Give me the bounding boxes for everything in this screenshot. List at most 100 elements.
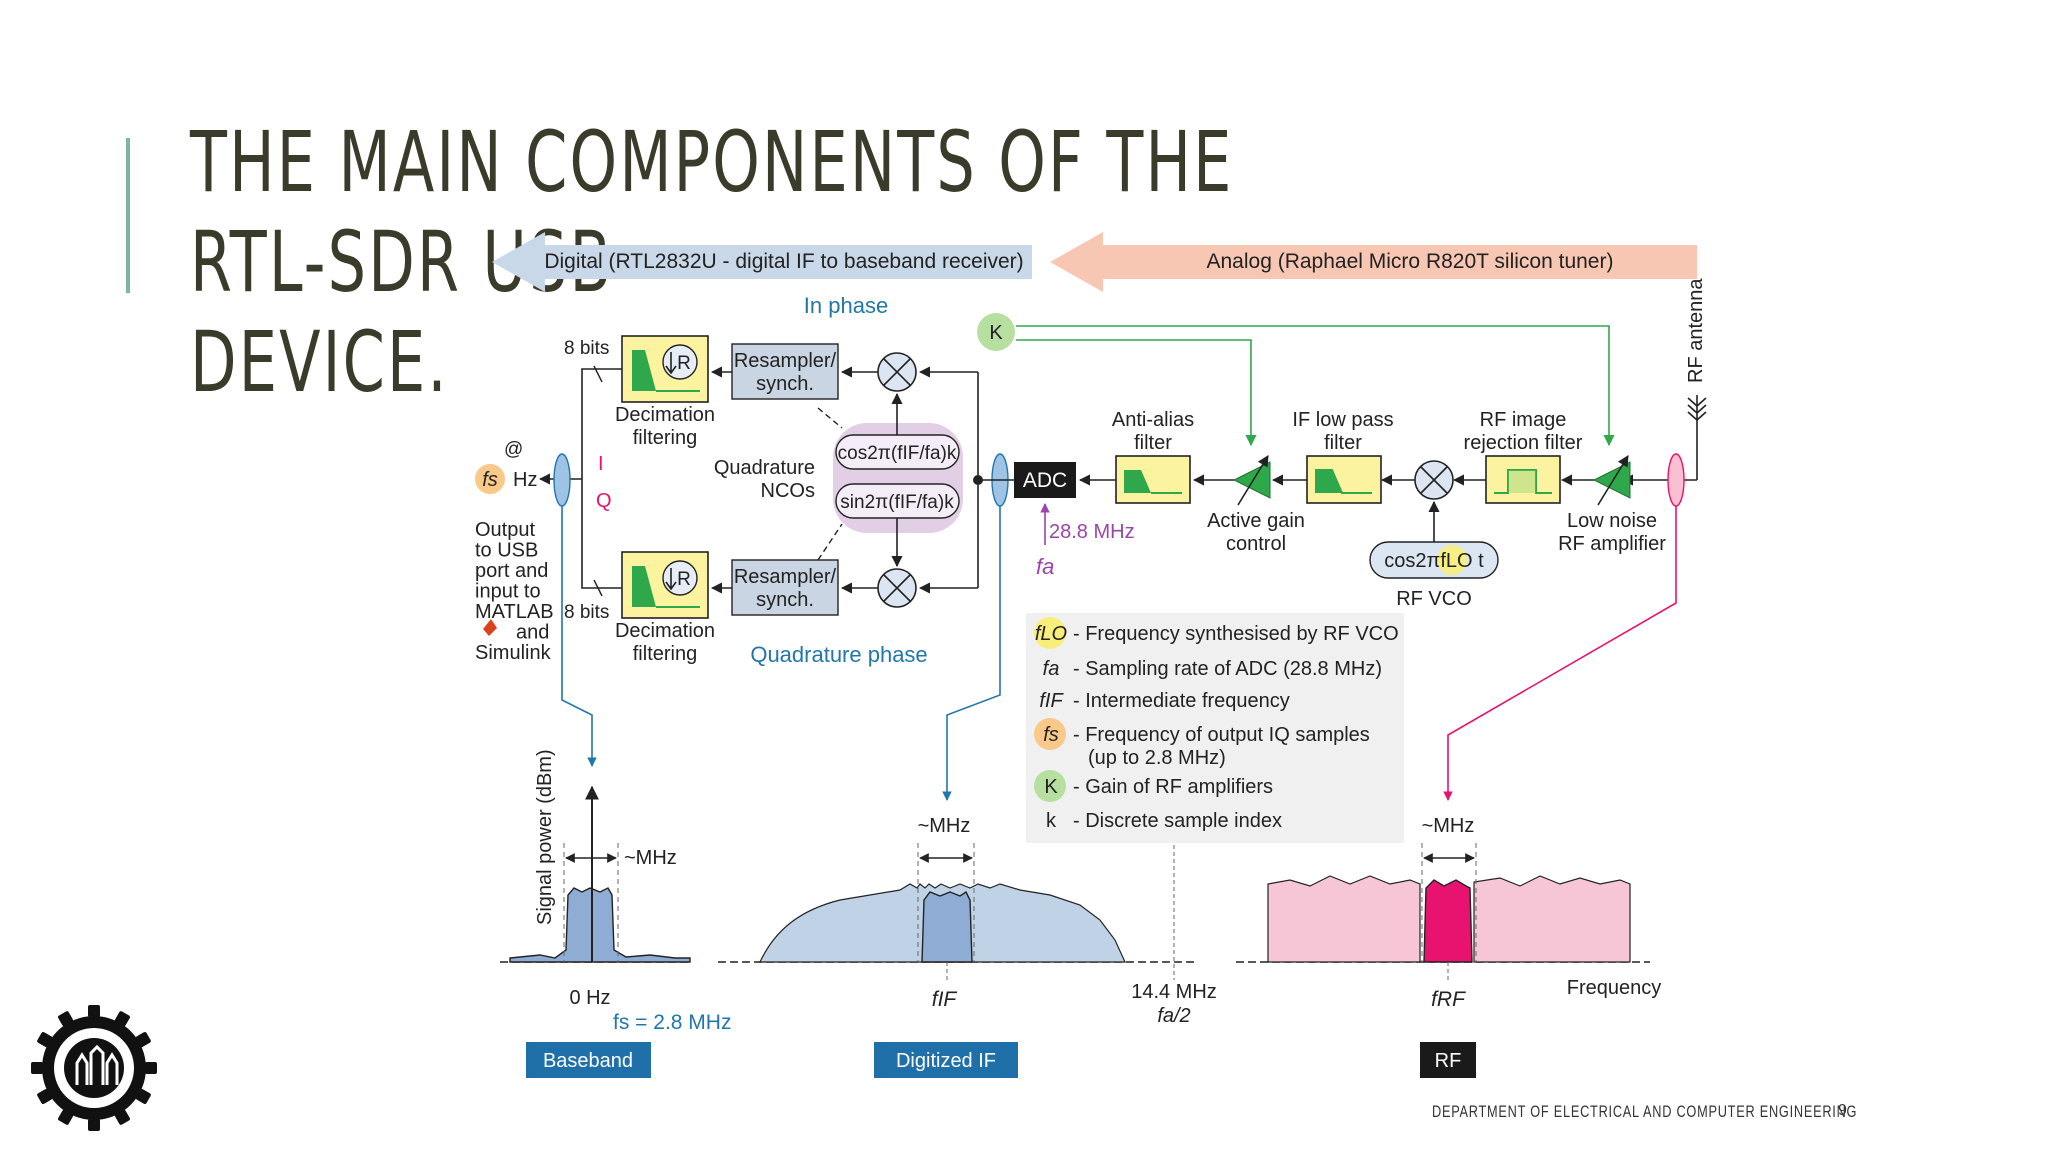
fs-badge bbox=[475, 464, 505, 494]
fs-symbol: fs bbox=[482, 469, 498, 491]
page-number: 9 bbox=[1838, 1102, 1847, 1119]
decim-bottom-1: Decimation bbox=[615, 620, 715, 642]
if-spectrum bbox=[718, 843, 1196, 980]
bits-bottom: 8 bits bbox=[564, 602, 609, 623]
fif-axis-label: fIF bbox=[932, 988, 958, 1011]
digitized-if-tag-text: Digitized IF bbox=[896, 1050, 996, 1072]
legend-text: - Gain of RF amplifiers bbox=[1073, 776, 1273, 798]
digital-banner-text: Digital (RTL2832U - digital IF to baseba… bbox=[544, 250, 1023, 273]
baseband-tag-text: Baseband bbox=[543, 1050, 633, 1072]
lna-label-1: Low noise bbox=[1567, 510, 1657, 532]
output-line: port and bbox=[475, 560, 548, 582]
f144-label: 14.4 MHz bbox=[1131, 981, 1217, 1003]
footer-department: DEPARTMENT OF ELECTRICAL AND COMPUTER EN… bbox=[1432, 1102, 1858, 1121]
resampler-bottom bbox=[731, 559, 839, 616]
nco-label-2: NCOs bbox=[761, 480, 815, 502]
frf-axis-label: fRF bbox=[1431, 988, 1466, 1011]
rf-image-label-2: rejection filter bbox=[1464, 432, 1583, 454]
anti-alias-label-2: filter bbox=[1134, 432, 1172, 454]
output-line: Output bbox=[475, 519, 535, 541]
legend-symbol: fLO bbox=[1035, 623, 1067, 645]
legend-text: - Frequency synthesised by RF VCO bbox=[1073, 623, 1399, 645]
if-probe-line bbox=[942, 506, 1001, 801]
adc-rate-label: 28.8 MHz bbox=[1049, 521, 1135, 543]
if-lpf-label-2: filter bbox=[1324, 432, 1362, 454]
digitized-if-tag bbox=[874, 1042, 1018, 1078]
nco-label-1: Quadrature bbox=[714, 457, 815, 479]
legend-box bbox=[1026, 613, 1404, 843]
resampler-bottom-2: synch. bbox=[756, 589, 814, 611]
decim-r-bottom: R bbox=[677, 569, 691, 590]
vco-formula: cos2πfLO t bbox=[1384, 550, 1484, 572]
in-phase-label: In phase bbox=[804, 293, 888, 318]
legend-badge bbox=[1034, 617, 1066, 649]
rf-image-label-1: RF image bbox=[1480, 409, 1567, 431]
adc-label: ADC bbox=[1023, 469, 1067, 492]
output-line: MATLAB bbox=[475, 601, 554, 623]
title-line-1: THE MAIN COMPONENTS OF THE RTL-SDR USB bbox=[190, 113, 1234, 311]
output-line: Simulink bbox=[475, 642, 552, 664]
rf-vco-box bbox=[1369, 541, 1499, 579]
frequency-label: Frequency bbox=[1567, 977, 1662, 999]
output-line: and bbox=[516, 622, 549, 644]
gain-control-line-lna bbox=[1016, 325, 1615, 447]
fa-half-label: fa/2 bbox=[1157, 1005, 1190, 1027]
resampler-bottom-1: Resampler/ bbox=[734, 566, 837, 588]
legend-badge bbox=[1034, 718, 1066, 750]
at-symbol: @ bbox=[504, 439, 523, 460]
baseband-mhz: ~MHz bbox=[624, 847, 677, 869]
decim-top-2: filtering bbox=[633, 427, 697, 449]
title-accent-bar bbox=[126, 138, 130, 293]
k-badge-text: K bbox=[989, 322, 1003, 344]
agc-gain-arrow bbox=[1237, 455, 1269, 506]
decim-bottom-2: filtering bbox=[633, 643, 697, 665]
fs-value-label: fs = 2.8 MHz bbox=[613, 1011, 731, 1034]
y-axis-label: Signal power (dBm) bbox=[534, 749, 556, 925]
legend-text: (up to 2.8 MHz) bbox=[1088, 747, 1226, 769]
legend-entries: fLO - Frequency synthesised by RF VCO fa - … bbox=[1034, 617, 1399, 832]
resampler-top bbox=[731, 343, 839, 400]
lna-amplifier-icon bbox=[1592, 461, 1631, 499]
resampler-top-1: Resampler/ bbox=[734, 350, 837, 372]
agc-label-2: control bbox=[1226, 533, 1286, 555]
agc-amplifier-icon bbox=[1232, 461, 1271, 499]
analog-domain-arrow bbox=[1050, 232, 1697, 292]
rf-tag-text: RF bbox=[1435, 1050, 1462, 1072]
bits-top: 8 bits bbox=[564, 338, 609, 359]
baseband-tag bbox=[526, 1042, 651, 1078]
rf-spectrum bbox=[1236, 843, 1650, 980]
matlab-logo-icon bbox=[483, 619, 497, 636]
if-lpf-label-1: IF low pass bbox=[1292, 409, 1393, 431]
digital-domain-arrow bbox=[492, 232, 1032, 292]
q-label: Q bbox=[596, 490, 612, 512]
antenna-icon bbox=[1687, 395, 1707, 480]
output-line: to USB bbox=[475, 540, 538, 562]
legend-symbol: fa bbox=[1043, 658, 1060, 680]
legend-text: - Intermediate frequency bbox=[1073, 690, 1290, 712]
baseband-probe-line bbox=[561, 506, 597, 767]
university-seal-icon bbox=[31, 1005, 157, 1131]
legend-symbol: fIF bbox=[1039, 690, 1064, 712]
agc-label-1: Active gain bbox=[1207, 510, 1305, 532]
legend-symbol: K bbox=[1044, 776, 1058, 798]
gain-control-line-agc bbox=[1016, 339, 1257, 447]
bandpass-filter-icon bbox=[1494, 469, 1552, 494]
lna-gain-arrow bbox=[1597, 455, 1629, 506]
k-gain-badge bbox=[977, 313, 1015, 351]
if-low-pass-filter bbox=[1306, 455, 1382, 504]
adc-block bbox=[1014, 462, 1076, 498]
rf-probe-line bbox=[1443, 506, 1677, 801]
output-line: input to bbox=[475, 581, 541, 603]
anti-alias-label-1: Anti-alias bbox=[1112, 409, 1194, 431]
quadrature-phase-label: Quadrature phase bbox=[750, 642, 927, 667]
fa-symbol: fa bbox=[1036, 554, 1054, 579]
nco-cos-text: cos2π(fIF/fa)k bbox=[838, 443, 957, 464]
analog-banner-text: Analog (Raphael Micro R820T silicon tune… bbox=[1207, 250, 1614, 273]
title-line-2: DEVICE. bbox=[190, 313, 449, 411]
baseband-probe-point bbox=[553, 453, 571, 507]
zero-hz-label: 0 Hz bbox=[569, 987, 610, 1009]
lna-label-2: RF amplifier bbox=[1558, 533, 1666, 555]
decim-top-1: Decimation bbox=[615, 404, 715, 426]
